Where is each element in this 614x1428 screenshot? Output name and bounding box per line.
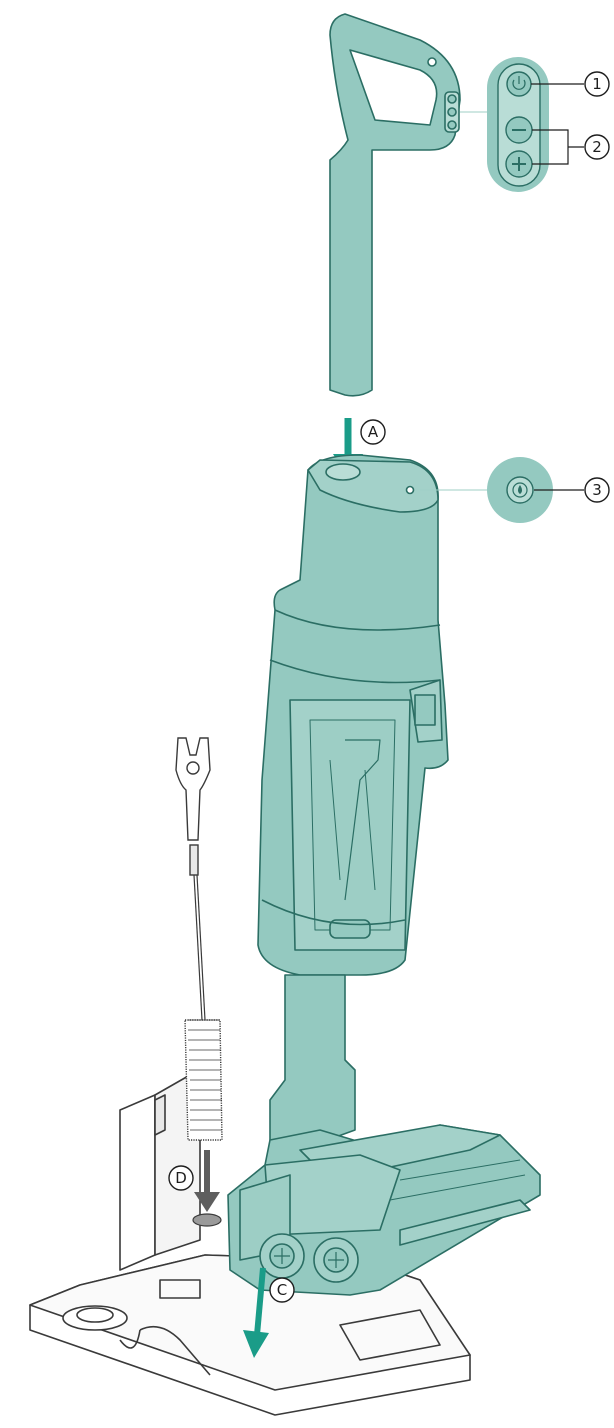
handle xyxy=(329,13,461,397)
step-d: D xyxy=(168,1165,194,1191)
floor-head xyxy=(227,974,541,1296)
step-label-c: C xyxy=(277,1281,287,1299)
step-label-a: A xyxy=(368,423,379,441)
main-body xyxy=(257,454,449,976)
plus-button xyxy=(505,150,533,178)
minus-button xyxy=(505,116,533,144)
callout-3: 3 xyxy=(534,477,610,503)
arrow-d xyxy=(192,1150,222,1227)
power-button xyxy=(506,71,532,97)
control-panel-zoom xyxy=(487,57,549,192)
cleaning-brush-tool xyxy=(175,737,223,1141)
callout-2: 2 xyxy=(532,129,610,165)
callout-label-1: 1 xyxy=(592,75,602,93)
arrow-c: C xyxy=(243,1267,295,1358)
step-label-d: D xyxy=(175,1169,187,1187)
callout-label-3: 3 xyxy=(592,481,602,499)
callout-label-2: 2 xyxy=(592,138,602,156)
droplet-button-zoom xyxy=(487,457,553,523)
callout-1: 1 xyxy=(531,71,610,97)
brush-holder xyxy=(119,1074,201,1271)
